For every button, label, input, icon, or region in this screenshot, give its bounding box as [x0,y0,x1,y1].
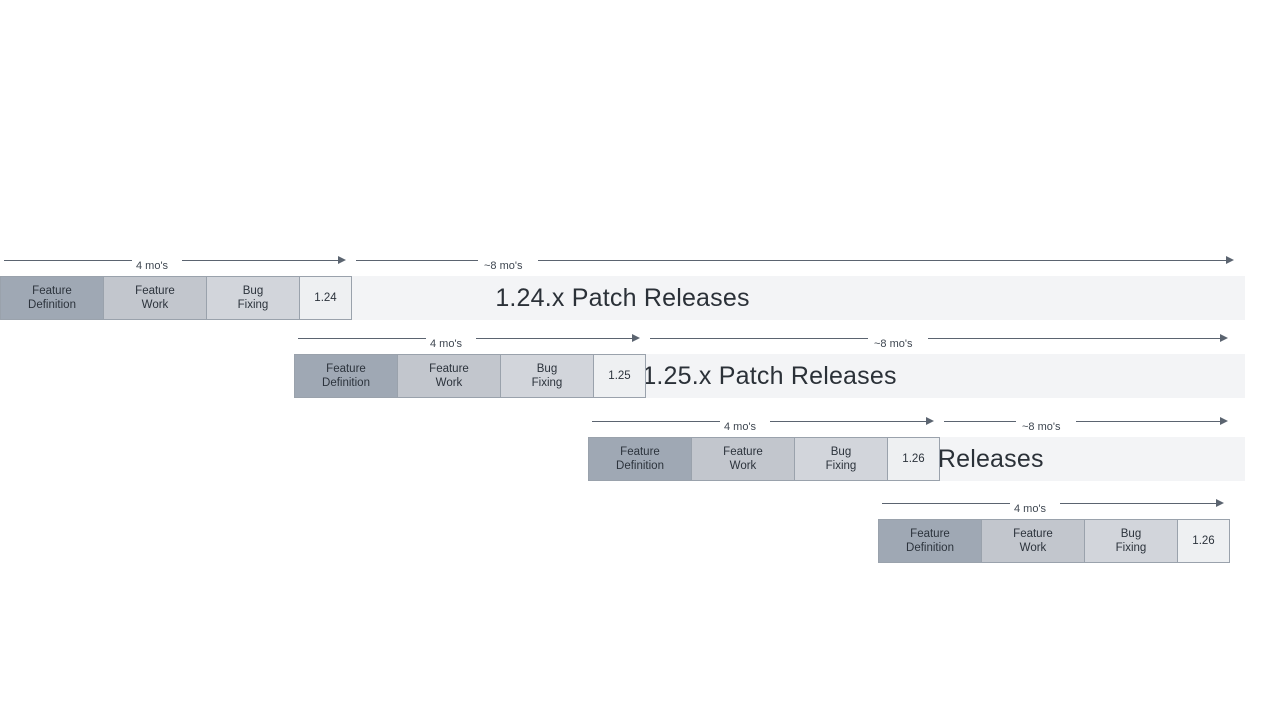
arrow-line-left [944,421,1016,422]
patch-duration-arrow-1-24: ~8 mo's [356,252,1236,272]
version-label: 1.26 [902,453,925,465]
arrow-line-left [592,421,720,422]
arrow-head-icon [338,256,346,264]
dev-duration-label: 4 mo's [1014,503,1047,515]
arrow-head-icon [926,417,934,425]
patch-duration-label: ~8 mo's [1022,421,1061,433]
arrow-line-right [1060,503,1218,504]
version-label: 1.24 [314,292,337,304]
patch-duration-arrow-1-25: ~8 mo's [650,330,1236,350]
arrow-head-icon [1216,499,1224,507]
arrow-line-right [538,260,1228,261]
patch-duration-label: ~8 mo's [484,260,523,272]
dev-duration-arrow-1-26-next: 4 mo's [882,495,1226,515]
dev-duration-label: 4 mo's [724,421,757,433]
dev-duration-arrow-1-24: 4 mo's [4,252,348,272]
arrow-head-icon [632,334,640,342]
version-box: 1.24 [299,276,352,320]
dev-duration-arrow-1-26: 4 mo's [592,413,936,433]
arrow-line-right [476,338,634,339]
version-box: 1.26 [1177,519,1230,563]
arrow-head-icon [1226,256,1234,264]
patch-release-label: 1.25.x Patch Releases [642,361,897,390]
arrow-line-right [928,338,1222,339]
version-box: 1.25 [593,354,646,398]
version-box: 1.26 [887,437,940,481]
arrow-head-icon [1220,417,1228,425]
arrow-line-left [650,338,868,339]
patch-duration-label: ~8 mo's [874,338,913,350]
patch-release-label: 1.24.x Patch Releases [495,283,750,312]
patch-duration-arrow-1-26: ~8 mo's [944,413,1236,433]
arrow-head-icon [1220,334,1228,342]
version-label: 1.26 [1192,535,1215,547]
arrow-line-left [4,260,132,261]
dev-duration-label: 4 mo's [136,260,169,272]
arrow-line-left [882,503,1010,504]
dev-duration-label: 4 mo's [430,338,463,350]
arrow-line-right [182,260,340,261]
version-label: 1.25 [608,370,631,382]
arrow-line-right [770,421,928,422]
arrow-line-left [356,260,478,261]
dev-duration-arrow-1-25: 4 mo's [298,330,642,350]
arrow-line-right [1076,421,1222,422]
arrow-line-left [298,338,426,339]
